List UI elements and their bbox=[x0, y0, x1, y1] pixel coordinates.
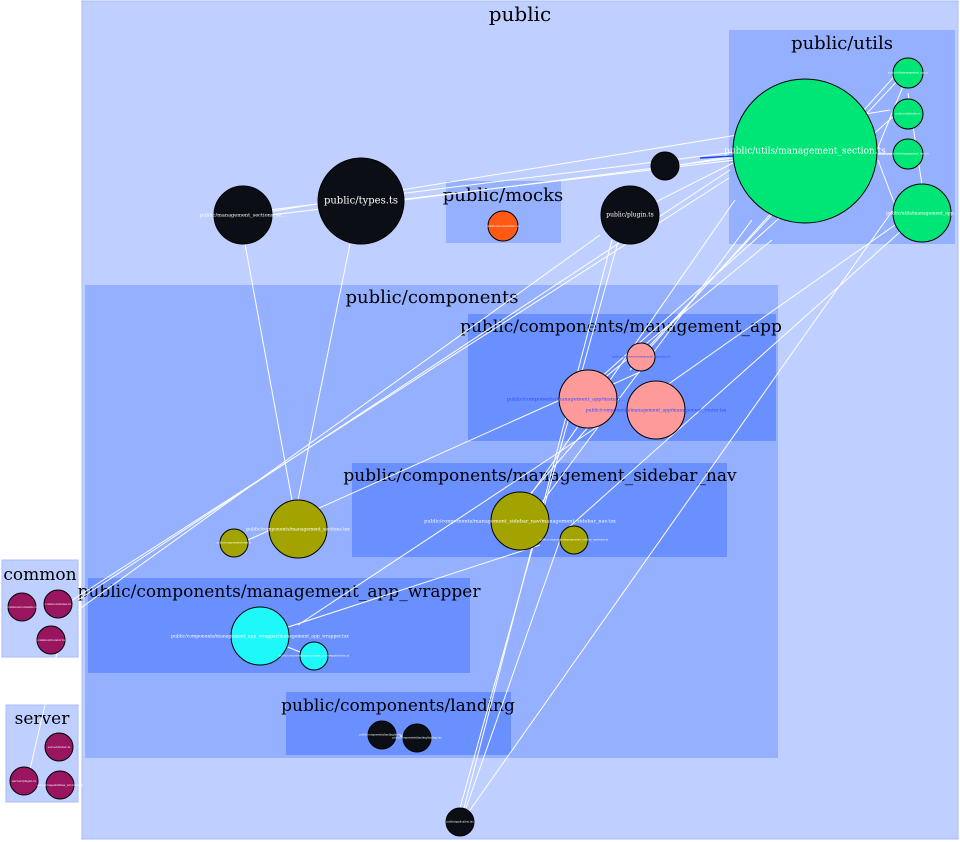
node-label: public/components/management_app_wrapper… bbox=[171, 634, 349, 640]
node-label: public/plugin.ts bbox=[606, 212, 653, 219]
node-comp-index[interactable]: public/components/index.ts bbox=[217, 528, 253, 558]
node-comp-sections[interactable]: public/components/management_sections.ts… bbox=[246, 499, 350, 559]
node-mgmt-app-b[interactable]: public/components/management_app/managem… bbox=[586, 380, 727, 440]
edge bbox=[77, 234, 601, 611]
node-common-b[interactable]: common/index.ts bbox=[43, 589, 73, 619]
node-server-b[interactable]: server/plugin.ts bbox=[9, 766, 39, 796]
node-label: common/locator.ts bbox=[37, 638, 65, 642]
cluster-sidebar-nav-label: public/components/management_sidebar_nav bbox=[343, 466, 737, 486]
node-sidebar-nav-main[interactable]: public/components/management_sidebar_nav… bbox=[424, 491, 616, 551]
node-server-a[interactable]: server/index.ts bbox=[44, 732, 74, 762]
node-wrapper-small[interactable]: public/components/management_app_wrapper… bbox=[279, 641, 350, 671]
edge bbox=[297, 424, 601, 626]
node-label: public/components/index.ts bbox=[217, 542, 253, 545]
edge bbox=[27, 639, 61, 779]
node-label: public/components/management_app/managem… bbox=[586, 408, 727, 414]
cluster-common-label: common bbox=[3, 565, 76, 585]
node-label: server/capabilities_provider.ts bbox=[37, 783, 83, 787]
node-landing-a[interactable]: public/components/landing/index.ts bbox=[359, 720, 405, 750]
node-mocks-index[interactable]: public/mocks/index.ts bbox=[486, 210, 520, 242]
cluster-components-label: public/components bbox=[346, 287, 519, 308]
nodes: public/management_sections_se... public/… bbox=[7, 57, 958, 837]
node-common-a[interactable]: common/contants.ts bbox=[7, 592, 38, 622]
node-mgmt-app-small[interactable]: public/components/management_app/index.t… bbox=[612, 342, 671, 372]
node-types[interactable]: public/types.ts bbox=[317, 157, 405, 245]
edge bbox=[659, 224, 896, 391]
node-label: public/components/management_sidebar_nav… bbox=[424, 519, 616, 525]
node-plugin[interactable]: public/plugin.ts bbox=[600, 185, 660, 245]
node-label: public/components/management_app_wrapper… bbox=[279, 655, 350, 658]
edge bbox=[567, 231, 901, 529]
edge bbox=[465, 539, 561, 809]
edge bbox=[65, 177, 730, 605]
node-label: public/application.tsx bbox=[446, 821, 474, 824]
node-label: common/contants.ts bbox=[7, 605, 38, 609]
node-label: public/utils/index.ts bbox=[896, 113, 922, 116]
cluster-server-label: server bbox=[15, 709, 71, 729]
edge-highlight bbox=[699, 155, 734, 159]
node-label: server/index.ts bbox=[48, 745, 71, 749]
edge bbox=[469, 199, 901, 811]
cluster-management-app: public/components/management_app bbox=[460, 314, 782, 441]
node-label: public/components/management_app/index.t… bbox=[612, 356, 671, 359]
node-label: public/types.ts bbox=[324, 196, 398, 207]
edge bbox=[297, 243, 351, 501]
node-mgmt-app-a[interactable]: public/components/management_app/manag..… bbox=[507, 369, 626, 429]
edge bbox=[877, 159, 896, 206]
cluster-public-label: public bbox=[489, 2, 551, 26]
cluster-landing: public/components/landing bbox=[281, 692, 515, 755]
node-label: public/components/landing/landing.tsx bbox=[392, 737, 442, 740]
node-server-c[interactable]: server/capabilities_provider.ts bbox=[37, 770, 83, 800]
node-utils-big-2[interactable]: public/utils/management_app... bbox=[886, 183, 958, 243]
node-utils-small-2[interactable]: public/utils/index.ts bbox=[892, 98, 924, 130]
node-label: public/components/management_app/manag..… bbox=[507, 397, 626, 403]
node-label: public/components/management_sidebar_nav… bbox=[540, 539, 609, 542]
node-label: public/components/management_sections.ts… bbox=[246, 527, 350, 533]
node-label: public/utils/management_app.ts bbox=[888, 72, 929, 75]
node-label: server/plugin.ts bbox=[12, 779, 36, 783]
node-utils-management-section[interactable]: public/utils/management_section.ts bbox=[724, 78, 886, 224]
node-common-c[interactable]: common/locator.ts bbox=[36, 625, 66, 655]
edge bbox=[524, 424, 591, 501]
cluster-mocks-label: public/mocks bbox=[443, 185, 563, 206]
node-label: public/utils/management_section.ts bbox=[724, 147, 886, 157]
cluster-management-app-label: public/components/management_app bbox=[460, 317, 782, 337]
node-public-index[interactable]: public/application.tsx bbox=[445, 807, 475, 837]
node-sidebar-nav-small[interactable]: public/components/management_sidebar_nav… bbox=[540, 525, 609, 555]
cluster-app-wrapper-label: public/components/management_app_wrapper bbox=[78, 582, 482, 602]
cluster-utils-label: public/utils bbox=[791, 33, 893, 54]
node-label: public/mocks/index.ts bbox=[486, 224, 520, 228]
cluster-landing-label: public/components/landing bbox=[281, 696, 515, 716]
edge bbox=[244, 243, 293, 501]
node-label: common/index.ts bbox=[45, 602, 71, 606]
node-label: public/components/landing/index.ts bbox=[359, 734, 405, 737]
node-small-black[interactable] bbox=[650, 151, 680, 181]
node-utils-small-1[interactable]: public/utils/management_app.ts bbox=[888, 57, 929, 89]
node-label: public/utils/management_app... bbox=[886, 211, 958, 217]
node-wrapper-main[interactable]: public/components/management_app_wrapper… bbox=[171, 606, 349, 666]
node-label: public/utils/management_item.ts bbox=[887, 153, 929, 156]
edge bbox=[284, 544, 541, 629]
node-label: public/management_sections_se... bbox=[200, 213, 287, 219]
edge bbox=[679, 155, 735, 166]
node-utils-small-3[interactable]: public/utils/management_item.ts bbox=[887, 138, 929, 170]
node-landing-b[interactable]: public/components/landing/landing.tsx bbox=[392, 723, 442, 753]
node-management-sections[interactable]: public/management_sections_se... bbox=[200, 185, 287, 245]
